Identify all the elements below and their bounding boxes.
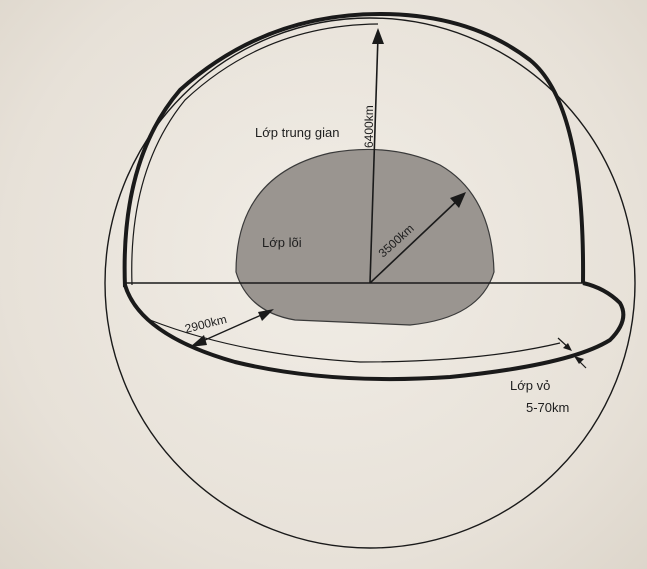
mantle-thickness-arrow-b [258,309,274,321]
earth-radius-line [369,35,379,284]
mantle-label: Lớp trung gian [255,125,339,140]
mantle-thickness-line [195,311,269,345]
crust-cutaway-edge [122,11,586,288]
cut-plane-inner-edge [149,319,561,363]
crust-name-label: Lớp vỏ [510,378,550,393]
mantle-cutaway-edge [131,23,379,286]
crust-arrow-bottom-head [574,356,584,364]
earth-radius-arrowhead [372,28,384,44]
cut-plane-front-edge [123,281,626,382]
crust-arrow-top-head [563,343,572,351]
mantle-thickness-arrow-a [190,335,207,347]
core-hemisphere [235,148,495,326]
core-label: Lớp lõi [262,235,302,250]
core-radius-arrowhead [450,192,466,208]
earth-outer-sphere [104,17,636,549]
crust-thickness-label: 5-70km [526,400,569,415]
core-radius-line [369,197,461,284]
earth-radius-label: 6400km [362,105,376,148]
